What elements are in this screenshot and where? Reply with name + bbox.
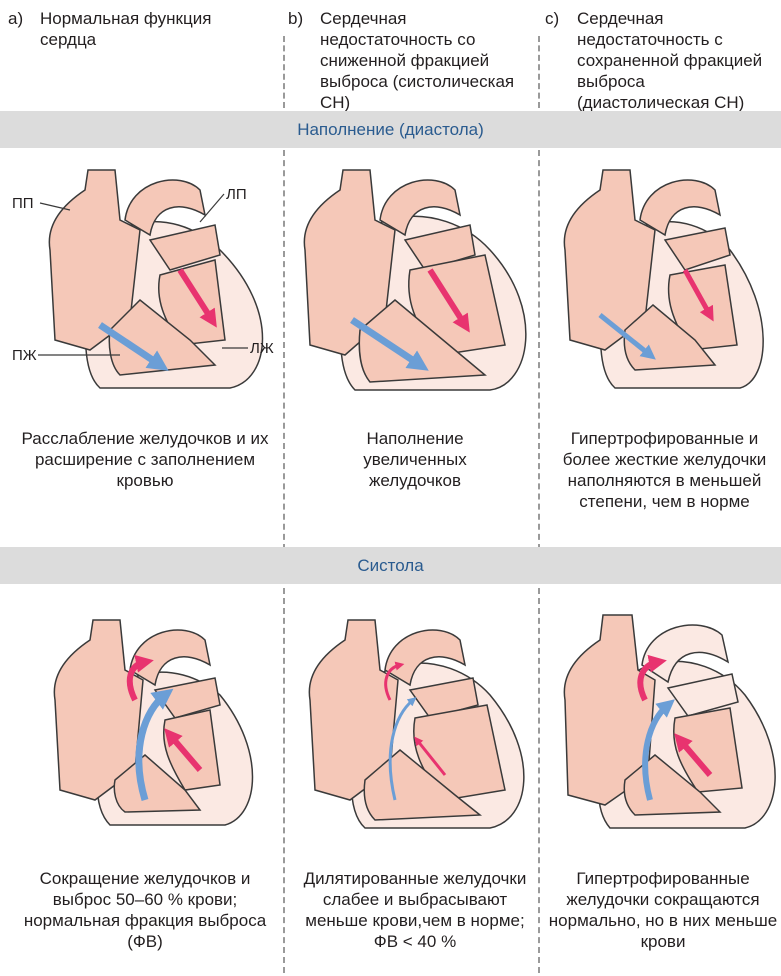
heart-diagram-systole-hfpef: [550, 600, 781, 850]
caption-filling-normal: Расслабление желудочков и их расширение …: [20, 428, 270, 491]
heart-diagram-systole-hfref: [295, 600, 545, 850]
column-divider: [538, 36, 540, 108]
column-title: Сердечная недостаточность с сохраненной …: [577, 8, 777, 113]
column-letter: c): [545, 8, 559, 29]
heart-diagram-systole-normal: [35, 600, 285, 850]
caption-systole-normal: Сокращение желудочков и выброс 50–60 % к…: [20, 868, 270, 952]
heart-diagram-filling-hfref: [290, 160, 540, 410]
label-leader-lines: [0, 0, 300, 400]
column-title: Сердечная недостаточность со сниженной ф…: [320, 8, 525, 113]
caption-filling-hfpef: Гипертрофированные и более жесткие желуд…: [552, 428, 777, 512]
heart-diagram-filling-hfpef: [545, 160, 781, 410]
caption-systole-hfref: Дилятированные желудочки слабее и выбрас…: [300, 868, 530, 952]
section-band-systole: Систола: [0, 547, 781, 584]
caption-filling-hfref: Наполнение увеличенных желудочков: [320, 428, 510, 491]
caption-systole-hfpef: Гипертрофированные желудочки сокращаются…: [548, 868, 778, 952]
